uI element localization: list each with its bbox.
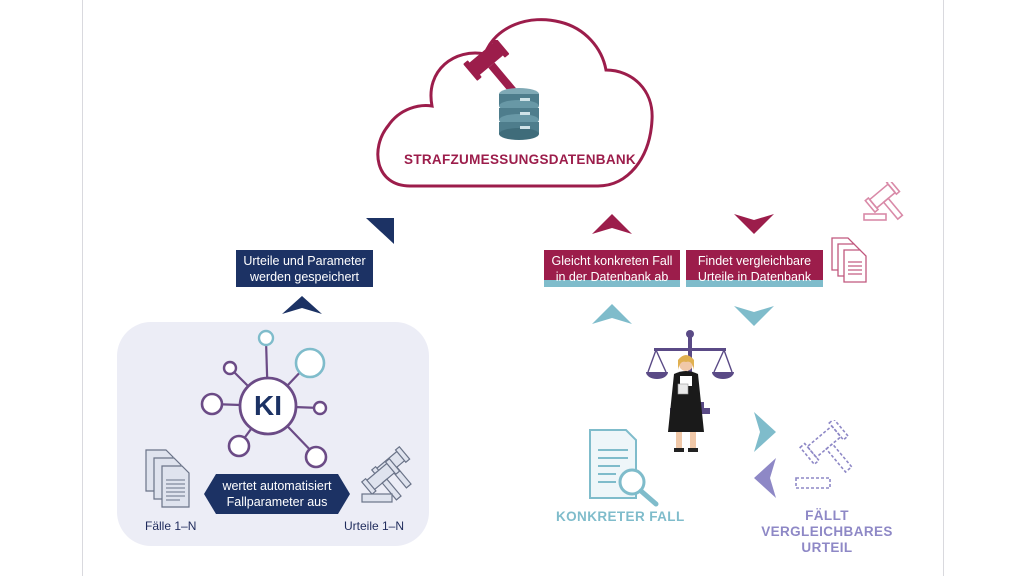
gavels-icon: [360, 446, 412, 503]
evaluate-label-line2: Fallparameter aus: [226, 495, 328, 509]
arrow-down-bordeaux-icon: [734, 214, 774, 234]
arrow-up-bordeaux-icon: [592, 214, 632, 234]
compare-label-line2: in der Datenbank ab: [555, 270, 669, 284]
search-document-icon: [589, 429, 659, 507]
database-title: STRAFZUMESSUNGSDATENBANK: [404, 152, 636, 167]
comparable-verdict-line3: URTEIL: [801, 540, 853, 555]
gavel-icon: [463, 40, 518, 96]
ki-label: KI: [254, 390, 282, 421]
stored-label-line2: werden gespeichert: [249, 270, 360, 284]
documents-icon: [145, 449, 190, 508]
evaluate-label-line1: wertet automatisiert: [222, 479, 332, 493]
stored-label-line1: Urteile und Parameter: [243, 254, 366, 268]
comparable-verdict-caption: FÄLLT VERGLEICHBARES URTEIL: [760, 508, 894, 556]
find-label: Findet vergleichbare Urteile in Datenban…: [686, 250, 823, 287]
find-label-line2: Urteile in Datenbank: [697, 270, 812, 284]
concrete-case-caption: KONKRETER FALL: [556, 509, 685, 524]
cases-caption: Fälle 1–N: [145, 519, 197, 533]
frame-line-right: [943, 0, 944, 576]
database-icon: [499, 88, 539, 140]
judge-figure-icon: [668, 355, 704, 452]
arrow-left-purple-icon: [754, 458, 776, 498]
arrow-to-cloud-icon: [366, 218, 394, 244]
verdicts-caption: Urteile 1–N: [344, 519, 405, 533]
arrow-up-lightblue-icon: [592, 304, 632, 324]
evaluate-label: wertet automatisiert Fallparameter aus: [204, 477, 350, 513]
arrow-down-lightblue-icon: [734, 306, 774, 326]
evaluate-shape: [204, 474, 350, 514]
arrow-up-navy-icon: [282, 296, 322, 314]
documents-bordeaux-icon: [831, 237, 867, 283]
stored-label: Urteile und Parameter werden gespeichert: [236, 250, 373, 287]
compare-label: Gleicht konkreten Fall in der Datenbank …: [544, 250, 680, 287]
compare-label-line1: Gleicht konkreten Fall: [551, 254, 673, 268]
frame-line-left: [82, 0, 83, 576]
gavel-outline-icon: [863, 182, 904, 221]
comparable-verdict-line1: FÄLLT: [805, 508, 849, 523]
comparable-verdict-line2: VERGLEICHBARES: [761, 524, 893, 539]
arrow-right-lightblue-icon: [754, 412, 776, 452]
ki-network-icon: [200, 329, 328, 469]
gavel-dashed-icon: [795, 420, 853, 489]
find-label-line1: Findet vergleichbare: [697, 254, 812, 268]
